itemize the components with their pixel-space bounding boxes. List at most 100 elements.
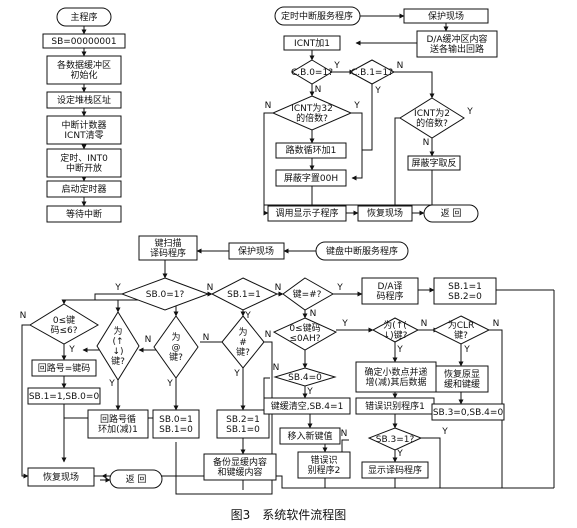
process-set-sb — [433, 277, 497, 305]
process-buffer-init — [46, 55, 122, 85]
decision-up-down2 — [371, 317, 420, 343]
node-label-timer-isr-send-da: D/A缓冲区内容送各输出回路 — [426, 33, 487, 55]
node-label-keyboard-isr-cond-at: 为@键? — [169, 331, 183, 363]
decision-clr — [431, 315, 491, 345]
node-label-timer-isr-start: 定时中断服务程序 — [281, 10, 353, 22]
process-wait — [46, 205, 122, 223]
node-label-keyboard-isr-move-key: 移入新键值 — [287, 430, 332, 442]
process-stack-set — [46, 91, 122, 109]
node-label-timer-isr-loop-inc: 路数循环加1 — [286, 144, 337, 156]
process-loop-cycle — [87, 409, 149, 439]
node-label-timer-isr-protect: 保护现场 — [428, 10, 464, 22]
process-send-da — [416, 30, 498, 58]
process-sb-set-b — [152, 409, 200, 439]
process-restore-buf — [435, 365, 489, 393]
flow-label-yes: Y — [441, 427, 448, 437]
node-label-timer-isr-ret: 返 回 — [441, 207, 462, 219]
node-label-timer-isr-icnt-inc: ICNT加1 — [294, 38, 330, 49]
process-sb-set-a — [27, 387, 101, 405]
flow-label-no: N — [265, 330, 272, 340]
node-label-keyboard-isr-backup: 备份显缓内容和键缓内容 — [213, 456, 267, 478]
process-int-enable — [46, 148, 122, 178]
flow-label-yes: Y — [374, 86, 381, 96]
terminal-keyboard-start — [315, 241, 409, 261]
flow-label-no: N — [203, 333, 210, 343]
terminal-main-start — [56, 7, 112, 27]
flow-label-no: N — [310, 309, 317, 319]
node-label-main-program-steps-0: SB=00000001 — [51, 37, 116, 47]
node-label-keyboard-isr-loop-cycle: 回路号循环加(减)1 — [98, 413, 138, 435]
process-backup — [203, 453, 277, 481]
node-label-timer-isr-mask-inv: 屏蔽字取反 — [411, 157, 456, 169]
flow-label-no: N — [341, 429, 348, 439]
decision-sb0 — [120, 277, 210, 311]
decision-icnt32 — [271, 95, 353, 131]
node-label-keyboard-isr-err-1: 错误识别程序1 — [365, 400, 425, 412]
process-sb-init — [42, 33, 126, 49]
process-kb-protect — [228, 242, 285, 260]
node-label-keyboard-isr-protect: 保护现场 — [238, 245, 274, 257]
process-loop-eq-key — [31, 359, 97, 377]
node-label-main-program-steps-1: 各数据缓冲区初始化 — [57, 59, 111, 81]
flow-label-yes: Y — [114, 283, 121, 293]
node-label-keyboard-isr-key-clear: 键缓清空,SB.4=1 — [271, 400, 344, 412]
terminal-kb-return — [109, 469, 163, 489]
flow-label-yes: Y — [396, 449, 403, 459]
flow-label-yes: Y — [108, 379, 115, 389]
node-label-main-program-steps-2: 设定堆栈区址 — [57, 94, 111, 106]
process-mask-inv — [407, 155, 461, 171]
process-show-decode — [361, 461, 429, 479]
flow-label-yes: Y — [233, 369, 240, 379]
flow-label-no: N — [421, 319, 428, 329]
decision-sb3 — [367, 427, 423, 451]
process-mask-set — [275, 169, 347, 187]
flow-label-no: N — [315, 85, 322, 95]
decision-cb1 — [348, 59, 396, 85]
node-label-keyboard-isr-cond-key-range-a: 0≤键码≤0AH? — [289, 322, 320, 344]
node-label-keyboard-isr-sb-reset: SB.3=0,SB.4=0 — [433, 408, 504, 418]
flow-label-no: N — [493, 319, 500, 329]
node-label-main-program-steps-5: 启动定时器 — [61, 183, 106, 195]
flow-label-no: N — [20, 311, 27, 321]
decision-sb4 — [273, 367, 337, 387]
node-label-keyboard-isr-restore-buf: 恢复原显缓和键缓 — [444, 368, 480, 390]
node-label-timer-isr-call-display: 调用显示子程序 — [275, 207, 338, 219]
process-key-clear — [263, 397, 351, 415]
node-label-keyboard-isr-cond-sb1: SB.1=1 — [227, 290, 261, 300]
process-call-display — [267, 205, 347, 222]
node-label-keyboard-isr-restore: 恢复现场 — [43, 471, 79, 483]
flow-label-no: N — [397, 61, 404, 71]
decision-icnt2 — [399, 97, 465, 139]
process-key-scan — [138, 235, 198, 261]
process-loop-inc — [275, 142, 347, 159]
node-label-keyboard-isr-cond-key-hash-q: 键=#? — [293, 288, 322, 300]
node-label-keyboard-isr-show-decode: 显示译码程序 — [368, 464, 422, 476]
flow-label-no: N — [423, 138, 430, 148]
process-timer-start — [46, 180, 122, 198]
flow-label-no: N — [273, 363, 280, 373]
flow-label-yes: Y — [306, 387, 313, 397]
node-label-keyboard-isr-loop-eq-key: 回路号=键码 — [38, 362, 91, 374]
node-label-keyboard-isr-scan: 键扫描译码程序 — [150, 237, 186, 259]
node-label-keyboard-isr-da-decode: D/A译码程序 — [376, 281, 403, 302]
decision-key-hash-q — [282, 277, 335, 311]
decision-sb1 — [210, 277, 279, 311]
node-label-keyboard-isr-err-2: 错误识别程序2 — [308, 454, 341, 476]
node-label-main-program-steps-6: 等待中断 — [66, 208, 102, 220]
decision-up-down — [96, 311, 140, 381]
decision-hash-key — [221, 315, 265, 369]
process-timer-restore — [357, 205, 413, 222]
flow-label-yes: Y — [68, 345, 75, 355]
flow-label-yes: Y — [396, 345, 403, 355]
figure-caption: 图3 系统软件流程图 — [230, 508, 347, 522]
node-label-keyboard-isr-cond-sb0: SB.0=1? — [146, 290, 185, 300]
node-label-keyboard-isr-cond-sb3: SB.3=1? — [376, 435, 415, 445]
node-label-keyboard-isr-sb-set-a: SB.1=1,SB.0=0 — [29, 392, 100, 402]
